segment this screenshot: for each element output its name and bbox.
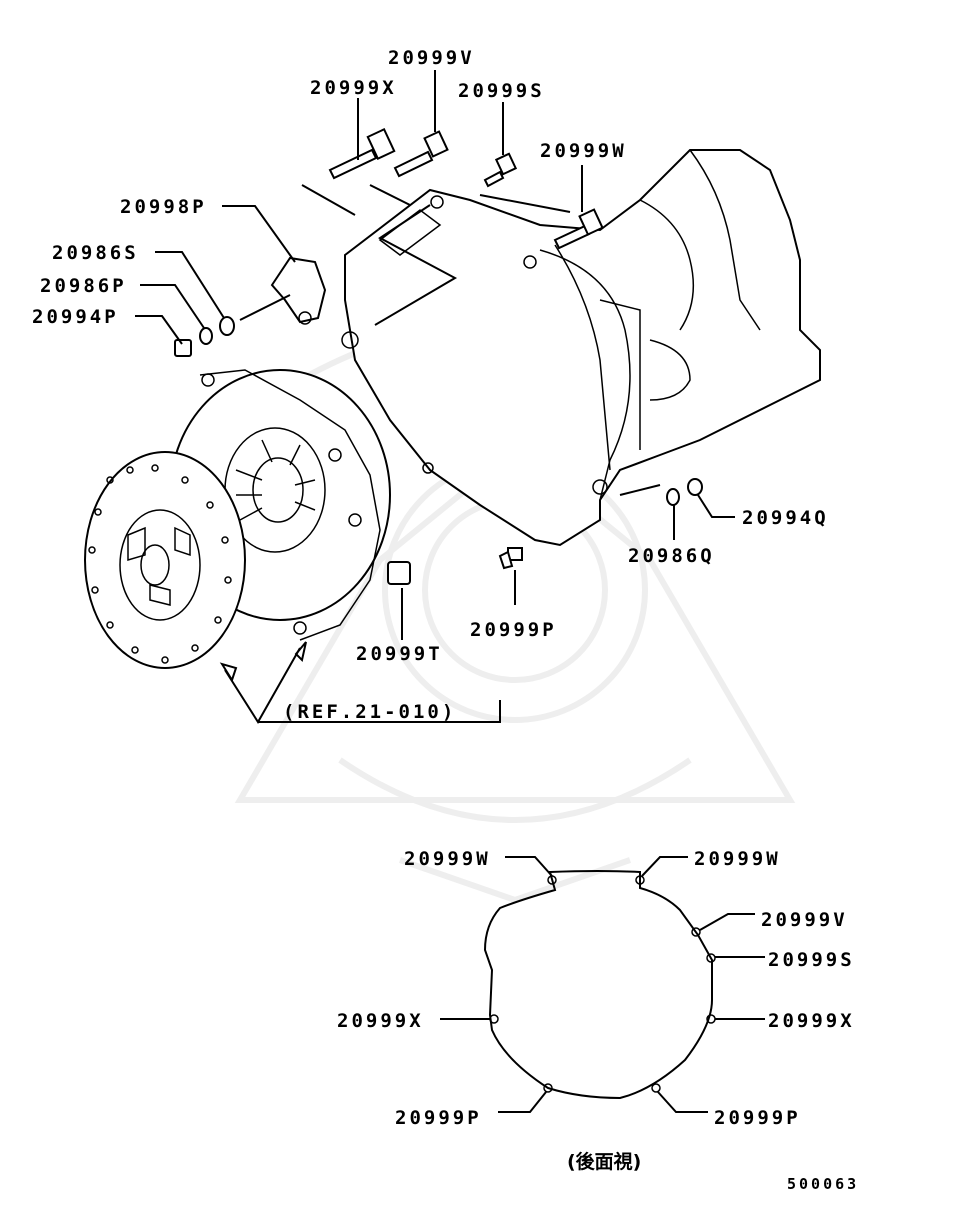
label-20998p: 20998P	[120, 196, 207, 218]
rear-label-20999x-left: 20999X	[337, 1010, 424, 1032]
label-20999x: 20999X	[310, 77, 397, 99]
rear-label-20999w-right: 20999W	[694, 848, 781, 870]
rear-label-20999p-left: 20999P	[395, 1107, 482, 1129]
washer-20986q	[666, 488, 680, 506]
rear-view-caption: (後面視)	[567, 1150, 641, 1173]
diagram-code: 500063	[787, 1175, 859, 1193]
label-20999w: 20999W	[540, 140, 627, 162]
washer-20986p	[199, 327, 213, 345]
label-20994q: 20994Q	[742, 507, 829, 529]
label-20999s: 20999S	[458, 80, 545, 102]
bolt-20999w	[553, 208, 604, 250]
label-20986s: 20986S	[52, 242, 139, 264]
rear-label-20999x-right: 20999X	[768, 1010, 855, 1032]
rear-view-outline	[483, 870, 716, 1100]
label-20994p: 20994P	[32, 306, 119, 328]
label-20999v: 20999V	[388, 47, 475, 69]
label-20999t: 20999T	[356, 643, 443, 665]
transmission-case	[341, 149, 821, 547]
label-20999p: 20999P	[470, 619, 557, 641]
bolt-20999t	[387, 561, 411, 585]
leader-lines	[135, 70, 735, 724]
nut-20994p	[174, 339, 192, 357]
rear-view-leaders	[440, 856, 765, 1113]
rear-label-20999p-right: 20999P	[714, 1107, 801, 1129]
reference-note: (REF.21-010)	[283, 701, 456, 723]
bolt-20999p	[498, 547, 523, 570]
rear-label-20999v: 20999V	[761, 909, 848, 931]
bolt-20999x	[328, 127, 396, 180]
label-20986q: 20986Q	[628, 545, 715, 567]
label-20986p: 20986P	[40, 275, 127, 297]
nut-20994q	[687, 478, 703, 496]
bracket-20998p	[239, 256, 327, 325]
rear-label-20999s: 20999S	[768, 949, 855, 971]
bolt-20999s	[483, 152, 518, 188]
nut-20986s	[219, 316, 235, 336]
bolt-20999v	[393, 130, 449, 178]
rear-label-20999w-left: 20999W	[404, 848, 491, 870]
disc-rivet-holes	[88, 464, 232, 664]
clutch-disc	[84, 451, 246, 669]
